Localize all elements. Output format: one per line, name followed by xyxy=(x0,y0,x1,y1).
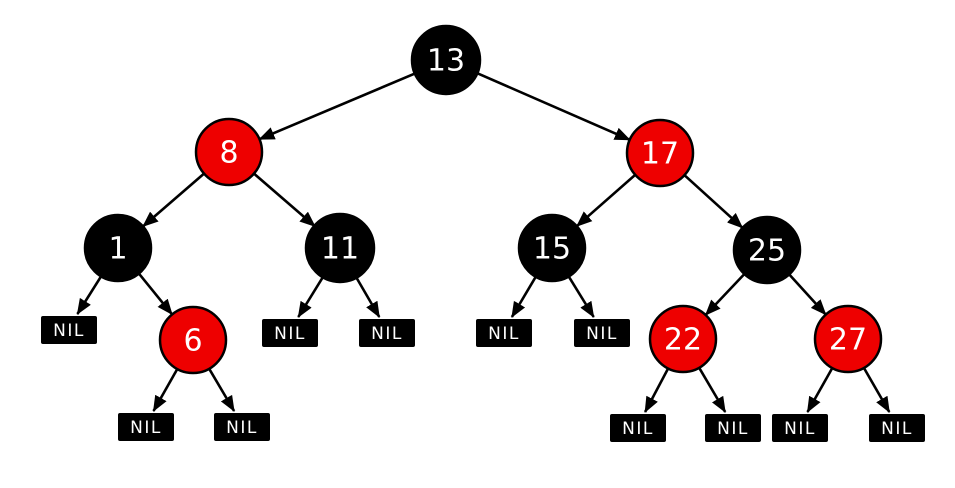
edge-22-nil-l xyxy=(643,367,670,413)
node-circle-6 xyxy=(158,305,228,375)
edge-13-17 xyxy=(476,72,631,141)
node-circle-22 xyxy=(648,304,718,374)
edge-1-nil xyxy=(76,275,103,315)
edge-11-nil-r xyxy=(354,276,381,318)
node-label-25: 25 xyxy=(748,234,786,269)
node-label-17: 17 xyxy=(641,137,679,172)
tree-node-6: 6 xyxy=(158,305,228,375)
nil-text: NIL xyxy=(881,419,913,439)
nil-leaf: NIL xyxy=(359,319,415,347)
edge-25-27 xyxy=(788,273,827,316)
tree-node-17: 17 xyxy=(625,118,695,188)
tree-node-1: 1 xyxy=(83,213,153,283)
nil-leaf: NIL xyxy=(610,414,666,442)
tree-node-25: 25 xyxy=(732,215,802,285)
nil-box xyxy=(476,319,532,347)
tree-node-13: 13 xyxy=(410,24,482,96)
nil-text: NIL xyxy=(586,324,618,344)
nil-text: NIL xyxy=(371,324,403,344)
nil-box xyxy=(610,414,666,442)
nil-leaf: NIL xyxy=(214,413,270,441)
nil-text: NIL xyxy=(488,324,520,344)
tree-edges xyxy=(76,71,891,413)
edge-13-8 xyxy=(258,71,418,141)
nil-leaf: NIL xyxy=(262,319,318,347)
edge-15-nil-l xyxy=(510,276,537,318)
nil-text: NIL xyxy=(130,418,162,438)
node-circle-1 xyxy=(83,213,153,283)
nil-box xyxy=(705,414,761,442)
node-label-15: 15 xyxy=(533,232,571,267)
nil-leaf: NIL xyxy=(476,319,532,347)
tree-nodes: 13 8 17 1 11 15 xyxy=(83,24,883,375)
nil-leaf: NIL xyxy=(705,414,761,442)
nil-box xyxy=(772,414,828,442)
edge-15-nil-r xyxy=(567,275,595,318)
node-circle-15 xyxy=(517,213,587,283)
edge-27-nil-r xyxy=(862,367,891,413)
edge-27-nil-l xyxy=(806,367,834,413)
nil-box xyxy=(118,413,174,441)
edge-6-nil-l xyxy=(152,368,179,412)
node-label-8: 8 xyxy=(219,136,238,171)
edge-25-22 xyxy=(704,273,746,316)
nil-text: NIL xyxy=(784,419,816,439)
node-label-6: 6 xyxy=(183,324,202,359)
nil-text: NIL xyxy=(622,419,654,439)
tree-node-11: 11 xyxy=(304,212,376,284)
nil-leaf: NIL xyxy=(118,413,174,441)
nil-box xyxy=(869,414,925,442)
nil-leaf: NIL xyxy=(574,319,630,347)
node-circle-25 xyxy=(732,215,802,285)
nil-box xyxy=(41,316,97,344)
edge-6-nil-r xyxy=(208,368,236,412)
node-label-13: 13 xyxy=(427,44,465,79)
edge-17-15 xyxy=(575,173,637,228)
edge-11-nil-l xyxy=(297,275,325,318)
tree-node-27: 27 xyxy=(813,304,883,374)
edge-8-11 xyxy=(253,172,316,228)
node-circle-8 xyxy=(194,117,264,187)
node-circle-13 xyxy=(410,24,482,96)
nil-text: NIL xyxy=(274,324,306,344)
node-label-11: 11 xyxy=(321,232,359,267)
nil-text: NIL xyxy=(717,419,749,439)
nil-leaf: NIL xyxy=(41,316,97,344)
edge-8-1 xyxy=(142,172,205,228)
nil-leaf: NIL xyxy=(772,414,828,442)
tree-node-8: 8 xyxy=(194,117,264,187)
nil-box xyxy=(214,413,270,441)
tree-nil-leaves: NIL NIL NIL NIL NIL NIL xyxy=(41,316,925,442)
node-circle-27 xyxy=(813,304,883,374)
node-circle-17 xyxy=(625,118,695,188)
nil-text: NIL xyxy=(226,418,258,438)
edge-1-6 xyxy=(137,272,174,316)
nil-box xyxy=(359,319,415,347)
nil-box xyxy=(262,319,318,347)
nil-text: NIL xyxy=(53,321,85,341)
nil-box xyxy=(574,319,630,347)
node-label-27: 27 xyxy=(829,323,867,358)
edge-17-25 xyxy=(683,174,744,229)
node-label-1: 1 xyxy=(108,232,127,267)
edge-22-nil-r xyxy=(698,367,727,413)
node-circle-11 xyxy=(304,212,376,284)
tree-node-22: 22 xyxy=(648,304,718,374)
tree-node-15: 15 xyxy=(517,213,587,283)
node-label-22: 22 xyxy=(664,323,702,358)
nil-leaf: NIL xyxy=(869,414,925,442)
